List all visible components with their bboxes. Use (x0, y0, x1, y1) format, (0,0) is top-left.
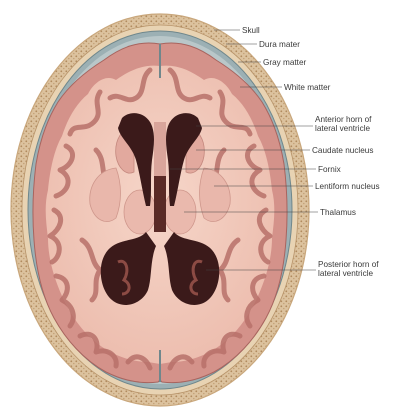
label-fornix: Fornix (318, 165, 341, 174)
label-posterior-horn-line2: lateral ventricle (318, 269, 374, 278)
label-posterior-horn-line1: Posterior horn of (318, 260, 379, 269)
label-skull: Skull (242, 26, 260, 35)
label-anterior-horn-line1: Anterior horn of (315, 115, 372, 124)
label-white-matter: White matter (284, 83, 331, 92)
label-caudate-nucleus: Caudate nucleus (312, 146, 373, 155)
label-thalamus: Thalamus (320, 208, 356, 217)
fornix (154, 176, 166, 232)
label-dura-mater: Dura mater (259, 40, 300, 49)
thalamus-left (124, 190, 156, 234)
label-lentiform-nucleus: Lentiform nucleus (315, 182, 380, 191)
label-anterior-horn-line2: lateral ventricle (315, 124, 371, 133)
label-gray-matter: Gray matter (263, 58, 306, 67)
